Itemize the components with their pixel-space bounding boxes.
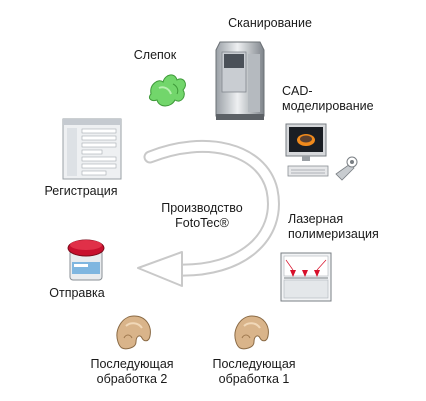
label-scanning: Сканирование bbox=[228, 16, 312, 30]
label-post2-line2: обработка 2 bbox=[96, 372, 168, 386]
label-post2-line1: Последующая bbox=[90, 357, 174, 371]
center-title-line2: FotoTec® bbox=[175, 216, 229, 230]
laser-icon bbox=[280, 252, 332, 302]
label-shipping: Отправка bbox=[49, 286, 105, 300]
shell-icon bbox=[116, 315, 151, 350]
label-laser-line2: полимеризация bbox=[288, 227, 379, 241]
label-laser: Лазерная полимеризация bbox=[288, 212, 379, 242]
label-post1-line2: обработка 1 bbox=[218, 372, 290, 386]
label-cad-line1: CAD- bbox=[282, 84, 313, 98]
scanner-icon bbox=[215, 41, 265, 120]
impression-icon bbox=[148, 74, 186, 107]
label-post2: Последующая обработка 2 bbox=[82, 357, 182, 387]
label-impression: Слепок bbox=[133, 48, 177, 62]
jar-icon bbox=[67, 239, 105, 281]
computer-icon bbox=[285, 123, 358, 181]
center-title: Производство FotoTec® bbox=[152, 201, 252, 231]
label-cad: CAD- моделирование bbox=[282, 84, 374, 114]
label-post1-line1: Последующая bbox=[212, 357, 296, 371]
label-post1: Последующая обработка 1 bbox=[204, 357, 304, 387]
center-title-line1: Производство bbox=[161, 201, 243, 215]
shell-icon bbox=[234, 315, 269, 350]
label-cad-line2: моделирование bbox=[282, 99, 374, 113]
form-icon bbox=[62, 118, 122, 180]
label-registration: Регистрация bbox=[44, 184, 118, 198]
label-laser-line1: Лазерная bbox=[288, 212, 344, 226]
